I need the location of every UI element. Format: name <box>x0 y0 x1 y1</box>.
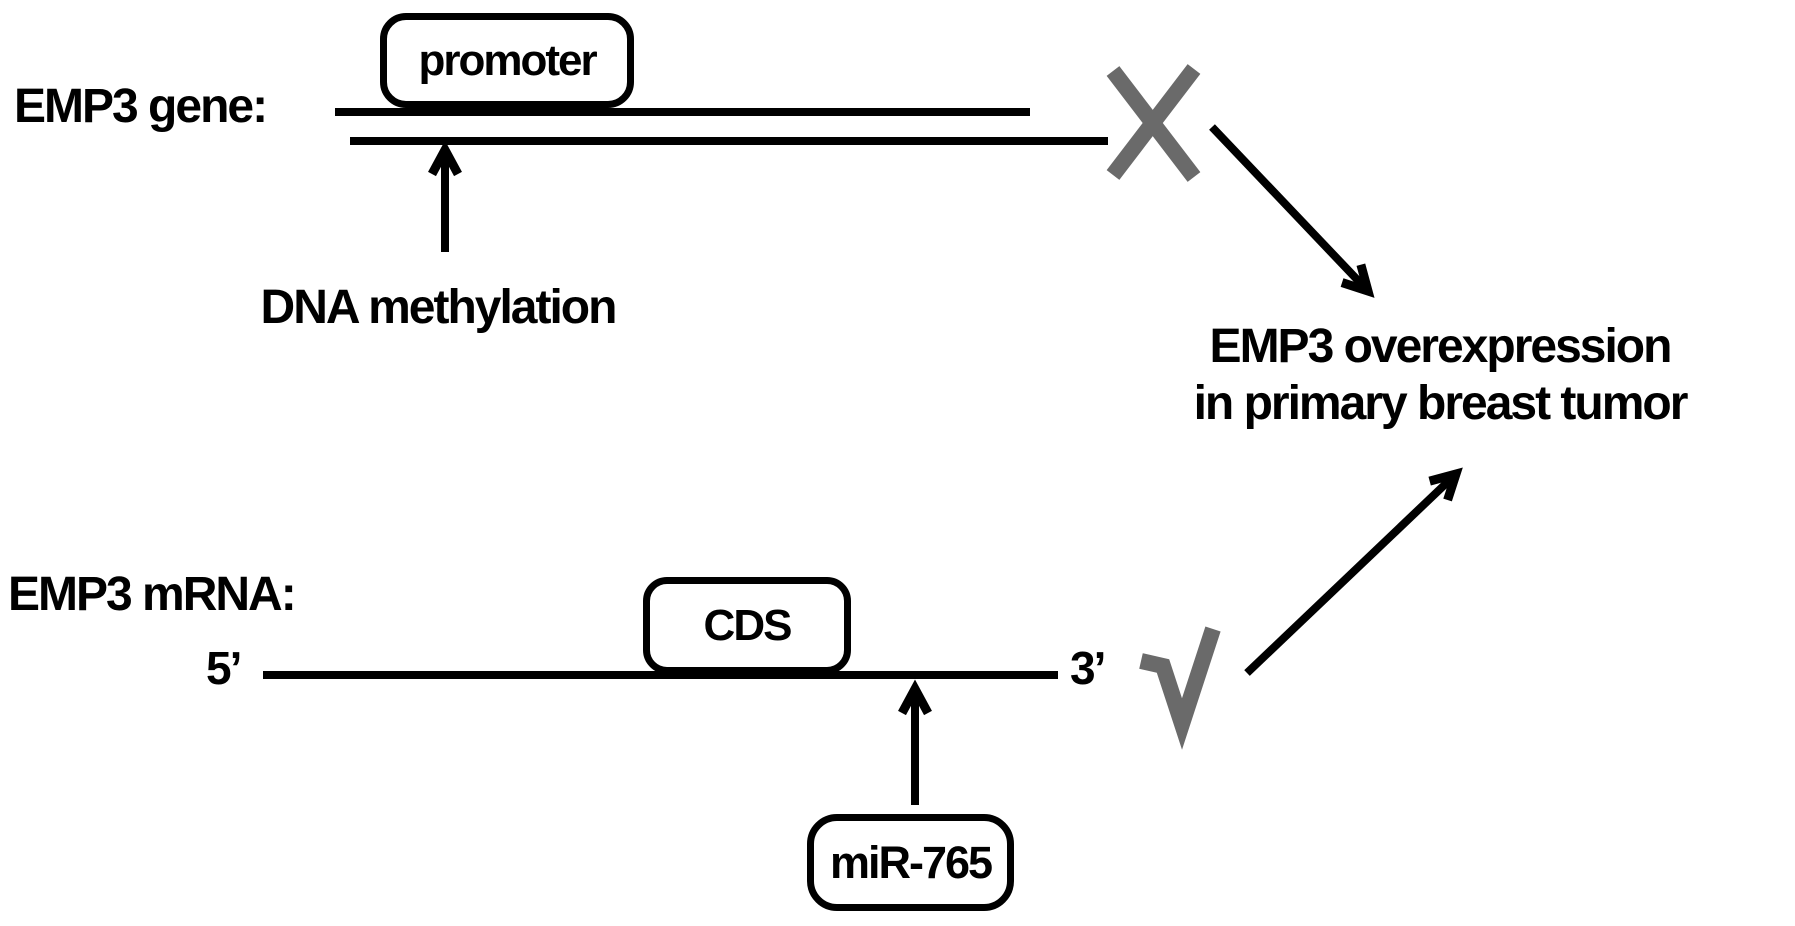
mrna-to-outcome-arrow <box>1244 467 1463 676</box>
five-prime-label: 5’ <box>206 642 242 694</box>
x-mark-icon <box>1106 64 1201 182</box>
check-mark-icon <box>1139 626 1221 750</box>
cds-label: CDS <box>703 600 793 650</box>
mir-box: miR-765 <box>807 814 1014 911</box>
three-prime-label: 3’ <box>1070 642 1106 694</box>
outcome-line1: EMP3 overexpression <box>1209 320 1673 373</box>
mrna-label: EMP3 mRNA: <box>8 568 297 621</box>
promoter-box: promoter <box>380 13 634 108</box>
mir-label: miR-765 <box>829 836 993 888</box>
cds-box: CDS <box>643 577 851 674</box>
outcome-text: EMP3 overexpression in primary breast tu… <box>1150 318 1730 432</box>
gene-to-outcome-arrow <box>1209 124 1375 298</box>
outcome-line2: in primary breast tumor <box>1193 377 1689 430</box>
methylation-label: DNA methylation <box>260 281 618 334</box>
gene-label: EMP3 gene: <box>14 80 268 133</box>
promoter-label: promoter <box>418 35 597 85</box>
